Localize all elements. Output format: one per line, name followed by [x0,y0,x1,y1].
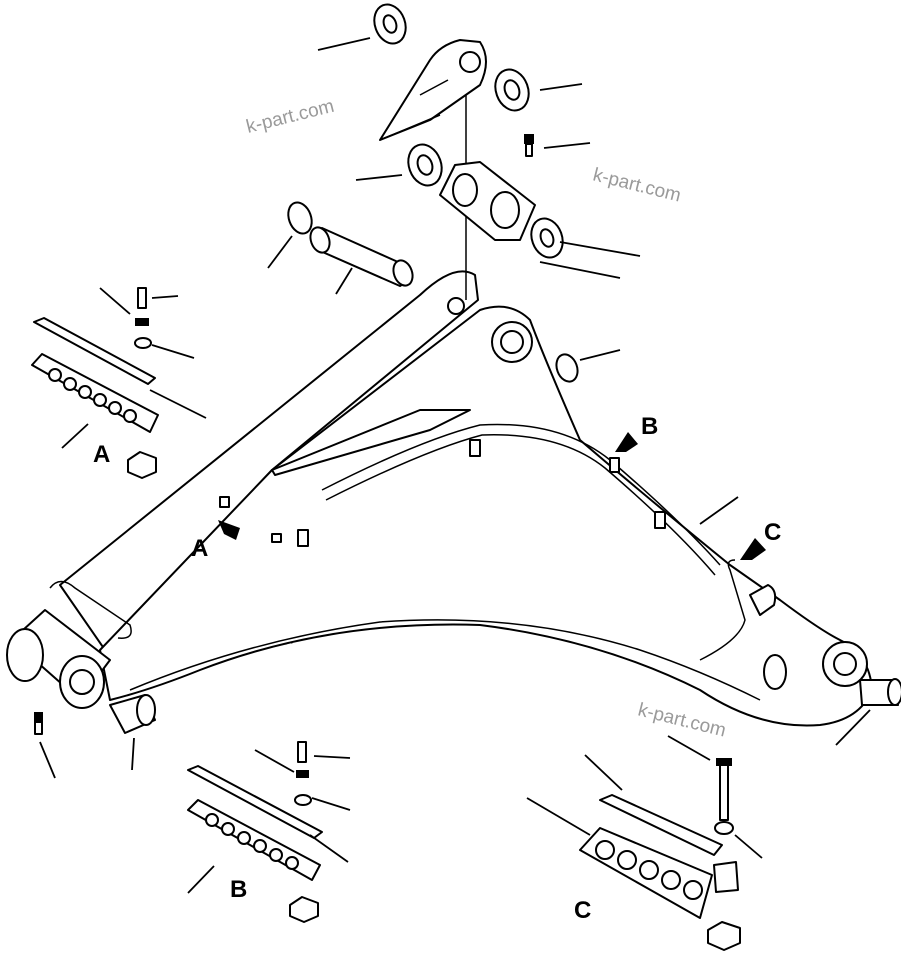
washer-top-1 [373,3,407,45]
arrow-c-icon [740,538,766,560]
snap-ring-right [555,353,579,383]
hex-link-block [439,161,536,241]
boom-arm [6,270,873,727]
washer-mid [407,143,443,187]
arrow-a-icon [218,520,240,540]
detail-a-label: A [93,441,110,468]
clamp-detail-b [187,741,323,923]
washer-right [530,217,564,259]
watermark-4: k-part.com [636,699,728,741]
detail-c-label: C [574,897,591,924]
view-c-marker: C [764,519,781,546]
arrow-b-icon [615,432,638,452]
washer-top-2 [494,68,530,112]
ring-left [287,201,313,235]
view-b-marker: B [641,413,658,440]
pin-tube [309,226,414,287]
clamp-detail-c [579,758,741,951]
detail-b-label: B [230,876,247,903]
bushing-lower-left [109,694,156,734]
bushing-lower-right [859,678,901,706]
view-a-marker: A [191,535,208,562]
watermark-1: k-part.com [244,96,336,138]
grease-fitting-top [524,134,534,157]
leader-lines [39,37,871,894]
clamp-detail-a [31,287,159,479]
watermark-2: k-part.com [591,164,683,206]
cylinder-rod-end [379,39,487,141]
grease-fitting-left [34,712,43,735]
